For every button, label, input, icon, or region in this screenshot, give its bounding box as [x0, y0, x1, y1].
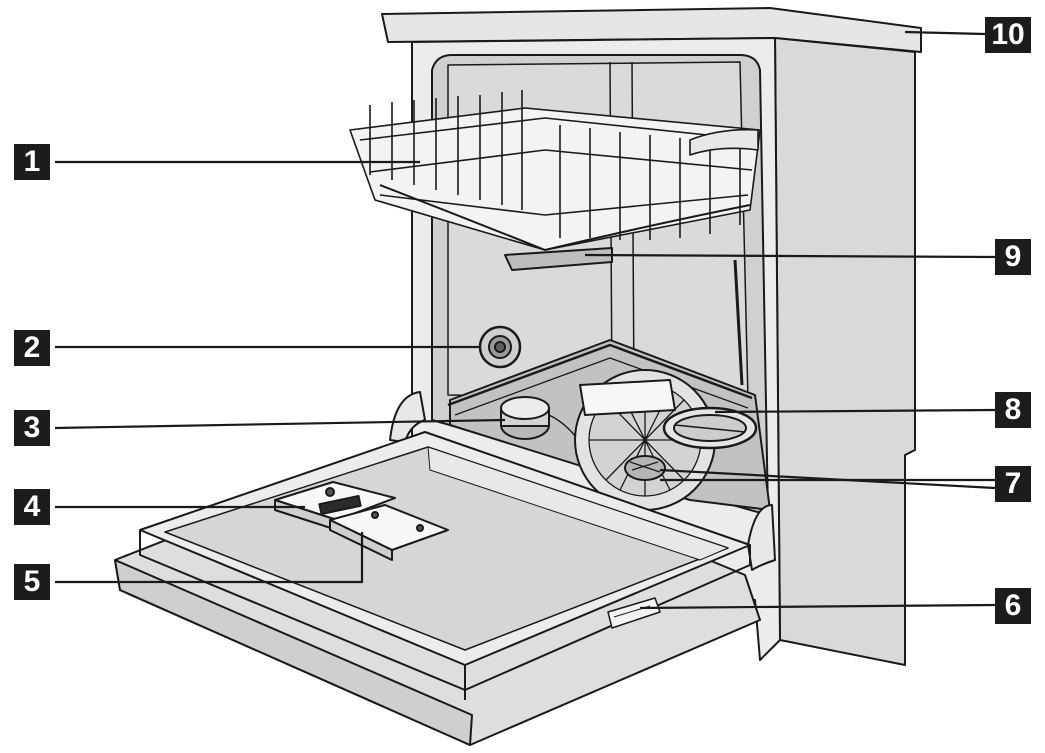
- rating-plate: [607, 597, 661, 629]
- callout-6: 6: [995, 588, 1031, 624]
- top-plate: [381, 7, 922, 53]
- callout-8: 8: [995, 392, 1031, 428]
- cabinet-side: [774, 37, 916, 666]
- callout-3: 3: [14, 410, 50, 446]
- leader-9: [584, 253, 996, 259]
- lower-spray-arm: [662, 406, 758, 450]
- leader-5: [55, 532, 364, 584]
- callout-7: 7: [995, 466, 1031, 502]
- leader-8: [714, 408, 996, 414]
- upper-spray-arm: [504, 247, 613, 271]
- leader-6: [639, 603, 996, 610]
- callout-4: 4: [14, 489, 50, 525]
- callout-1: 1: [14, 144, 50, 180]
- door-edge-left: [114, 559, 473, 746]
- callout-9: 9: [995, 239, 1031, 275]
- upper-basket: [349, 90, 761, 251]
- leader-3: [54, 418, 506, 430]
- callout-10: 10: [985, 17, 1031, 53]
- salt-dispenser-cap: [478, 325, 522, 369]
- filter-grid: [624, 455, 666, 481]
- leader-10: [904, 30, 986, 36]
- filter-system: [500, 396, 586, 451]
- left-hinge: [389, 391, 426, 443]
- callout-2: 2: [14, 330, 50, 366]
- callout-5: 5: [14, 564, 50, 600]
- right-hinge: [747, 504, 776, 571]
- heating-cover: [579, 379, 676, 416]
